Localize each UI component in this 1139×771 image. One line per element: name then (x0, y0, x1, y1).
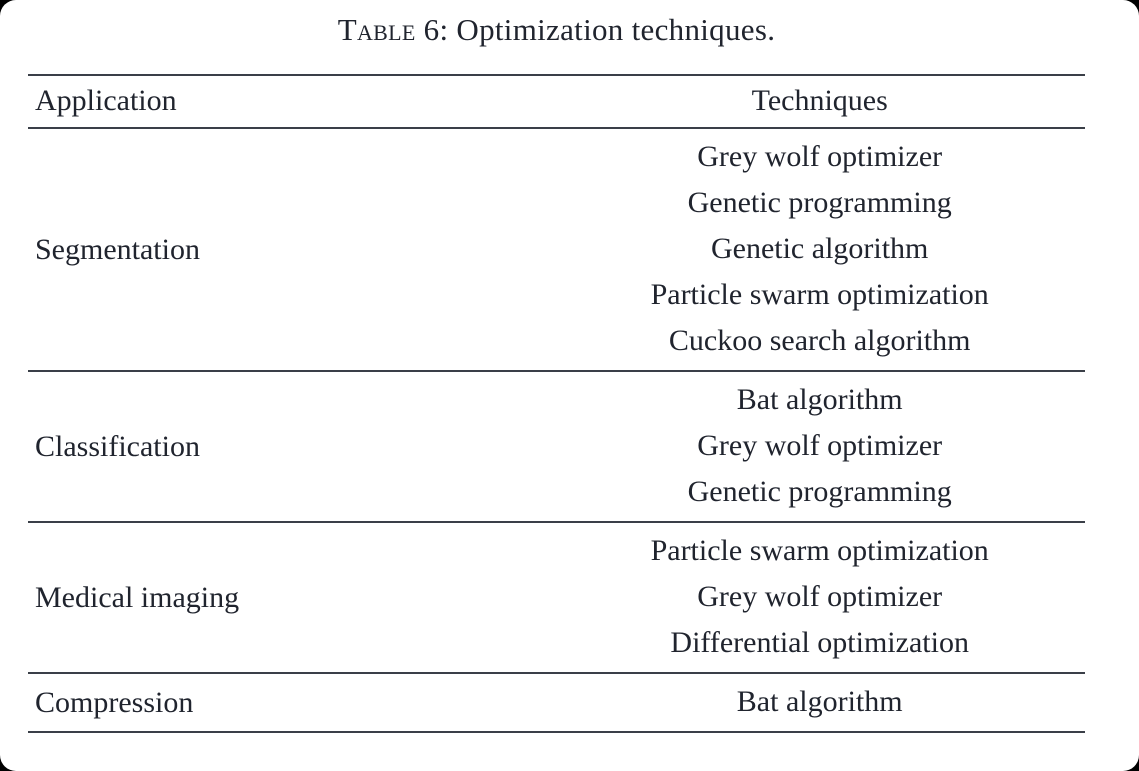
technique-line: Cuckoo search algorithm (668, 324, 971, 357)
table-row: Compression Bat algorithm (28, 673, 1085, 732)
table-caption-text: 6: Optimization techniques. (415, 12, 776, 47)
technique-line: Genetic algorithm (710, 232, 929, 265)
application-cell: Segmentation (35, 232, 200, 266)
technique-line: Grey wolf optimizer (697, 580, 943, 613)
technique-line: Bat algorithm (736, 383, 903, 416)
technique-line: Particle swarm optimization (650, 278, 989, 311)
table-row: Medical imaging Particle swarm optimizat… (28, 522, 1085, 673)
techniques-cell: Bat algorithm (554, 673, 1085, 732)
optimization-techniques-table: Application Techniques Segmentation Grey… (28, 74, 1085, 733)
technique-line: Particle swarm optimization (650, 534, 989, 567)
column-header-application: Application (35, 84, 177, 117)
technique-line: Genetic programming (687, 186, 952, 219)
technique-line: Grey wolf optimizer (697, 429, 943, 462)
table-caption-label: Table (337, 12, 416, 47)
technique-line: Genetic programming (687, 475, 952, 508)
technique-line: Bat algorithm (736, 685, 903, 718)
technique-line: Differential optimization (670, 626, 969, 659)
table-header-row: Application Techniques (28, 75, 1085, 128)
technique-line: Grey wolf optimizer (697, 140, 943, 173)
application-cell: Compression (35, 685, 194, 719)
application-cell: Medical imaging (35, 580, 240, 614)
column-header-techniques: Techniques (751, 84, 888, 117)
table-caption: Table 6: Optimization techniques. (28, 12, 1085, 48)
application-cell: Classification (35, 429, 200, 463)
